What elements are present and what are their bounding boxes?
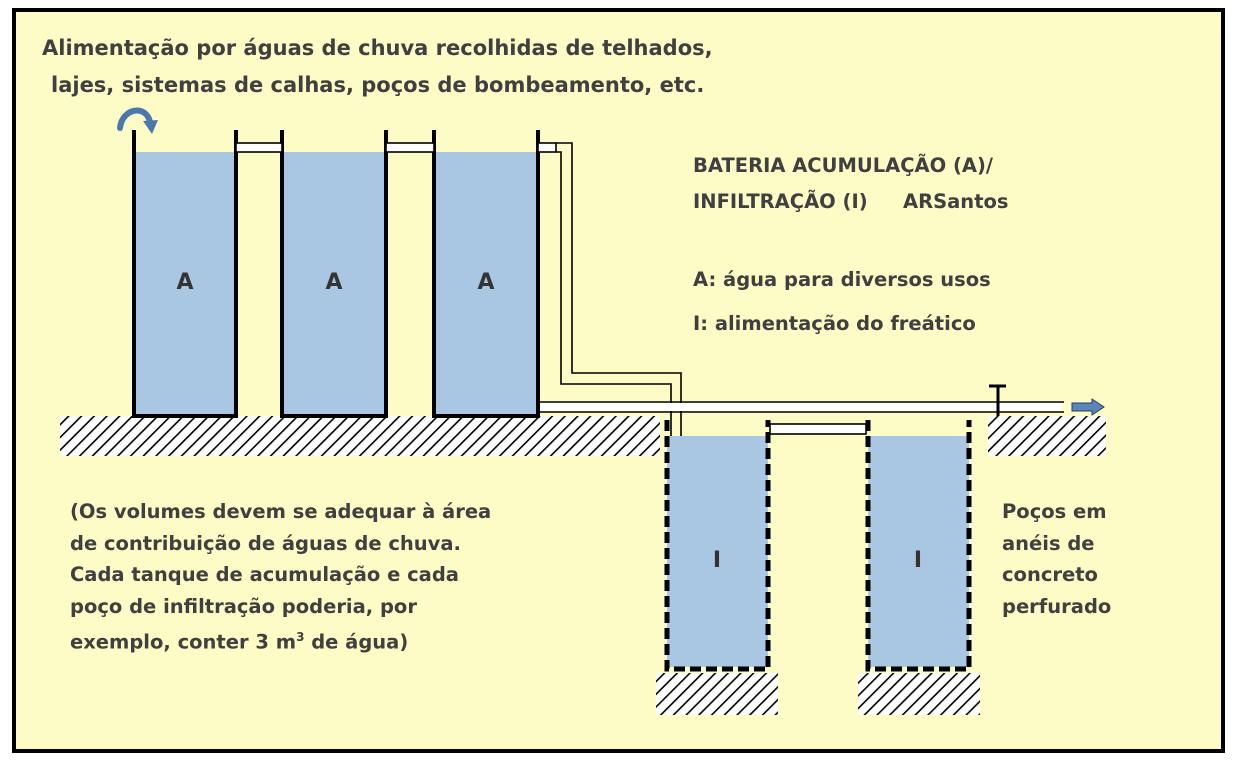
note-line-4: poço de infiltração poderia, por — [70, 594, 417, 618]
wells-caption: Poços em anéis de concreto perfurado — [1002, 496, 1111, 622]
ground-hatch-right — [988, 416, 1106, 456]
connector-pipe-2 — [385, 142, 435, 153]
ground-hatch-left — [60, 416, 660, 456]
wells-caption-line-4: perfurado — [1002, 594, 1112, 618]
wells-caption-line-3: concreto — [1002, 563, 1098, 586]
connector-pipe-wells — [769, 423, 867, 435]
wells-caption-line-1: Poços em — [1002, 500, 1107, 523]
wells-caption-line-2: anéis de — [1002, 531, 1095, 555]
valve-icon — [989, 384, 1006, 416]
volume-note: (Os volumes devem se adequar à área de c… — [70, 496, 491, 658]
note-line-5-post: de água) — [304, 630, 409, 654]
infiltration-well-1 — [664, 420, 771, 672]
legend-i: I: alimentação do freático — [693, 312, 976, 335]
note-line-3: Cada tanque de acumulação e cada — [70, 563, 459, 586]
note-line-5-pre: exemplo, conter 3 m — [70, 630, 297, 654]
legend-a: A: água para diversos usos — [693, 268, 991, 291]
accumulation-tank-1 — [132, 130, 238, 418]
intro-line-2: lajes, sistemas de calhas, poços de bomb… — [51, 73, 705, 97]
title-line-1: BATERIA ACUMULAÇÃO (A)/ — [693, 154, 994, 177]
note-line-1: (Os volumes devem se adequar à área — [70, 500, 492, 523]
tank-label-a-3: A — [477, 270, 495, 295]
note-line-5: exemplo, conter 3 m3 de água) — [70, 622, 491, 658]
outlet-arrow-icon — [1071, 398, 1105, 416]
ground-hatch-well-1 — [656, 673, 778, 715]
title-line-2: INFILTRAÇÃO (I) — [693, 190, 868, 213]
inflow-arrow-icon — [117, 107, 158, 134]
note-superscript: 3 — [296, 630, 305, 644]
intro-line-1: Alimentação por águas de chuva recolhida… — [42, 36, 713, 60]
tank-label-a-1: A — [176, 270, 194, 295]
accumulation-tank-2 — [280, 130, 388, 418]
ground-hatch-well-2 — [858, 673, 980, 715]
tank-label-a-2: A — [325, 270, 343, 295]
author-name: ARSantos — [903, 190, 1009, 213]
accumulation-tank-3 — [432, 130, 540, 418]
note-line-2: de contribuição de águas de chuva. — [70, 531, 461, 555]
well-label-i-1: I — [712, 548, 722, 573]
outlet-pipe — [537, 142, 1064, 436]
infiltration-well-2 — [865, 420, 972, 672]
pipe-fill-horizontal — [540, 403, 1062, 411]
connector-pipe-1 — [235, 142, 283, 153]
well-label-i-2: I — [913, 548, 923, 573]
